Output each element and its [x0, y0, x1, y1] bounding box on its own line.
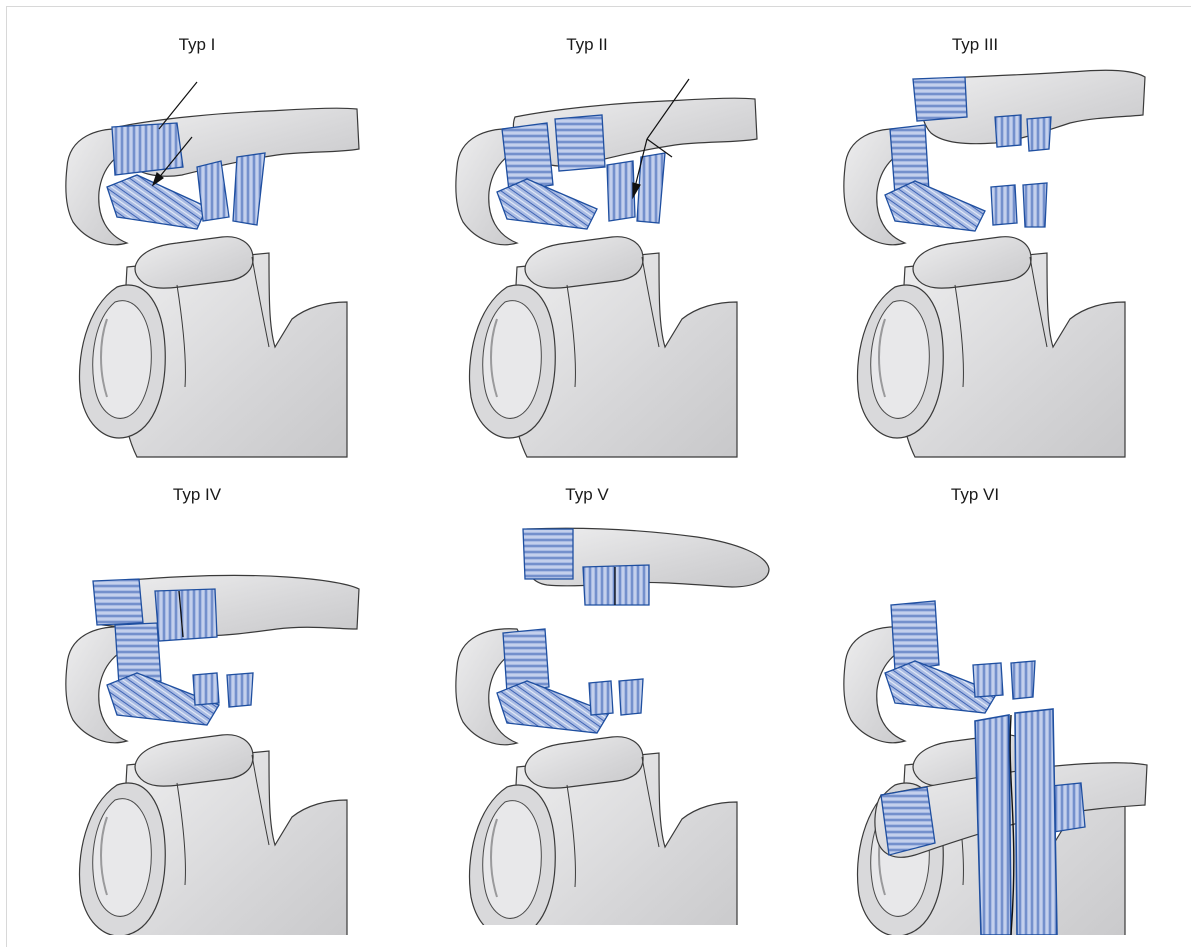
- cc-ligament-stump: [995, 115, 1021, 147]
- conjoint-tendon: [975, 715, 1011, 935]
- cc-ligament-stump: [1023, 183, 1047, 227]
- cc-ligament-stump: [619, 679, 643, 715]
- cc-ligament-stump: [583, 565, 649, 605]
- cc-ligament-stump: [973, 663, 1003, 697]
- coracoacromial-ligament: [107, 175, 207, 229]
- ac-ligament-torn: [913, 77, 967, 121]
- panel-label: Typ II: [397, 35, 777, 55]
- panel-label: Typ V: [397, 485, 777, 505]
- cc-ligament-stump: [1027, 117, 1051, 151]
- ac-ligament-torn: [555, 115, 605, 171]
- ac-joint-illustration: [7, 57, 387, 467]
- panel-label: Typ I: [7, 35, 387, 55]
- ac-ligament: [112, 123, 183, 175]
- ac-ligament-torn: [93, 579, 143, 625]
- panel-typ-3: Typ III: [785, 27, 1165, 467]
- conjoint-tendon: [1015, 709, 1057, 935]
- ac-joint-illustration: [785, 525, 1165, 935]
- ac-joint-illustration: [785, 57, 1165, 467]
- ac-joint-illustration: [397, 57, 777, 467]
- trapezoid-ligament: [197, 161, 229, 221]
- cc-ligament-stump: [227, 673, 253, 707]
- panel-typ-2: Typ II: [397, 27, 777, 467]
- panel-label: Typ VI: [785, 485, 1165, 505]
- ac-joint-illustration: [397, 515, 777, 925]
- panel-label: Typ IV: [7, 485, 387, 505]
- cc-ligament-stump: [155, 589, 217, 641]
- cc-ligament-stump: [589, 681, 613, 715]
- figure-frame: Typ I Typ II: [6, 6, 1191, 947]
- panel-typ-6: Typ VI: [785, 475, 1165, 915]
- conoid-ligament: [233, 153, 265, 225]
- cc-ligament-stump: [1011, 661, 1035, 699]
- panel-typ-5: Typ V: [397, 475, 777, 915]
- cc-ligament-stump: [991, 185, 1017, 225]
- panel-label: Typ III: [785, 35, 1165, 55]
- panel-typ-4: Typ IV: [7, 475, 387, 915]
- coracoacromial-ligament: [885, 181, 985, 231]
- ac-ligament-torn: [523, 529, 573, 579]
- ac-joint-illustration: [7, 525, 387, 935]
- coracoacromial-ligament: [497, 179, 597, 229]
- ac-ligament-torn: [881, 787, 935, 855]
- cc-ligament-stump: [193, 673, 219, 705]
- panel-typ-1: Typ I: [7, 27, 387, 467]
- trapezoid-ligament: [607, 161, 635, 221]
